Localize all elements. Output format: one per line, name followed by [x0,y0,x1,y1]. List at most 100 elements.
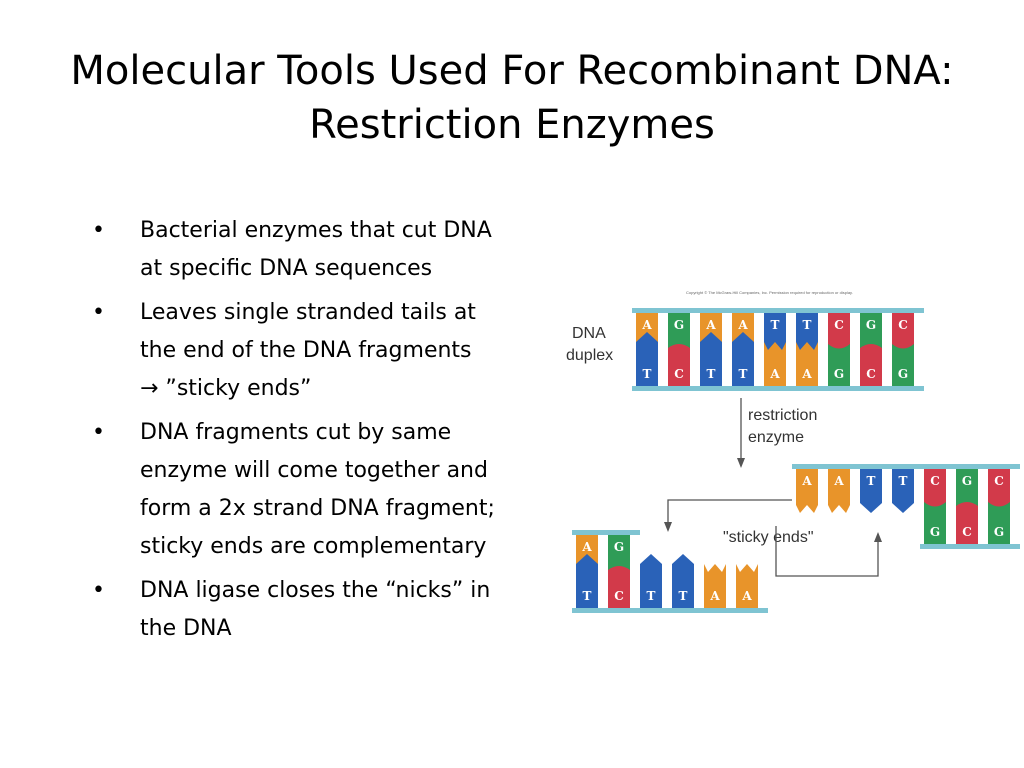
bullet-text-line: Leaves single stranded tails at [140,300,476,325]
base-letter: C [674,367,684,381]
bullet-list: • Bacterial enzymes that cut DNA at spec… [92,212,562,654]
bullet-item: • Leaves single stranded tails at the en… [92,294,562,408]
base-g-bottom [892,344,914,386]
base-t-top [764,313,786,357]
base-letter: T [643,367,652,381]
sugar-backbone [572,608,768,613]
base-c-top [924,469,946,513]
base-letter: G [930,525,940,539]
base-c-top [988,469,1010,513]
sugar-backbone [572,530,640,535]
sticky-ends-label: "sticky ends" [723,529,814,546]
base-letter: T [679,589,688,603]
base-letter: G [834,367,844,381]
base-c-bottom [668,344,690,386]
base-letter: G [614,540,624,554]
restriction-label: restriction [748,407,817,424]
base-c-top [828,313,850,357]
base-g-top [956,469,978,511]
base-letter: C [866,367,876,381]
base-letter: A [833,474,844,488]
duplex-label: duplex [566,347,613,364]
base-t-top [796,313,818,357]
bullet-dot: • [92,578,105,603]
bullet-text-line: form a 2x strand DNA fragment; [140,496,495,521]
bullet-item: • Bacterial enzymes that cut DNA at spec… [92,212,562,288]
bullet-text-line: → ”sticky ends” [140,376,312,401]
bullet-text-line: sticky ends are complementary [140,534,487,559]
base-t-bottom [732,332,754,386]
bullet-text-line: the end of the DNA fragments [140,338,472,363]
base-g-top [608,535,630,577]
base-letter: T [583,589,592,603]
base-letter: T [771,318,780,332]
base-a-bottom [796,342,818,386]
base-t-top [892,469,914,513]
bullet-dot: • [92,300,105,325]
base-c-top [892,313,914,357]
base-letter: T [899,474,908,488]
bullet-item: • DNA ligase closes the “nicks” in the D… [92,572,562,648]
base-g-bottom [988,502,1010,544]
base-t-bottom [640,554,662,608]
base-letter: C [834,318,844,332]
base-letter: T [739,367,748,381]
base-letter: G [866,318,876,332]
base-letter: A [801,367,812,381]
base-letter: A [641,318,652,332]
bullet-text-line: the DNA [140,616,232,641]
sticky-arrow-right-head [874,532,882,542]
sugar-backbone [792,464,1020,469]
title-line-2: Restriction Enzymes [309,102,715,148]
base-letter: A [741,589,752,603]
base-g-bottom [828,344,850,386]
base-g-top [860,313,882,355]
base-g-bottom [924,502,946,544]
base-letter: T [867,474,876,488]
base-letter: A [737,318,748,332]
dna-label: DNA [572,325,606,342]
base-letter: C [614,589,624,603]
bullet-item: • DNA fragments cut by same enzyme will … [92,414,562,566]
base-t-top [860,469,882,513]
base-letter: A [769,367,780,381]
bullet-text-line: Bacterial enzymes that cut DNA [140,218,492,243]
base-letter: A [705,318,716,332]
sticky-arrow-right [775,526,879,577]
base-a-bottom [704,564,726,608]
base-t-bottom [636,332,658,386]
base-t-bottom [700,332,722,386]
base-t-bottom [576,554,598,608]
base-letter: C [898,318,908,332]
base-letter: G [898,367,908,381]
dna-duplex: A G A A T T C G C T C T T A A G C G [632,308,924,391]
base-letter: T [647,589,656,603]
base-letter: A [709,589,720,603]
restriction-enzyme-diagram: Copyright © The McGraw-Hill Companies, I… [566,290,1020,613]
base-letter: T [707,367,716,381]
base-a-bottom [736,564,758,608]
base-a-top [796,469,818,513]
bullet-text-line: at specific DNA sequences [140,256,433,281]
sticky-arrow-left-head [664,522,672,532]
cut-arrow-head [737,458,745,468]
sugar-backbone [632,386,924,391]
base-c-bottom [956,502,978,544]
enzyme-label: enzyme [748,429,804,446]
base-letter: T [803,318,812,332]
base-a-top [828,469,850,513]
bullet-text-line: DNA fragments cut by same [140,420,452,445]
bullet-dot: • [92,218,105,243]
base-t-bottom [672,554,694,608]
bullet-text-line: enzyme will come together and [140,458,488,483]
bullet-text-line: DNA ligase closes the “nicks” in [140,578,491,603]
bullet-dot: • [92,420,105,445]
base-letter: C [962,525,972,539]
base-letter: G [674,318,684,332]
sticky-arrow-left [667,499,792,526]
base-a-bottom [764,342,786,386]
sugar-backbone [920,544,1020,549]
base-letter: G [962,474,972,488]
slide-title: Molecular Tools Used For Recombinant DNA… [0,44,1024,152]
